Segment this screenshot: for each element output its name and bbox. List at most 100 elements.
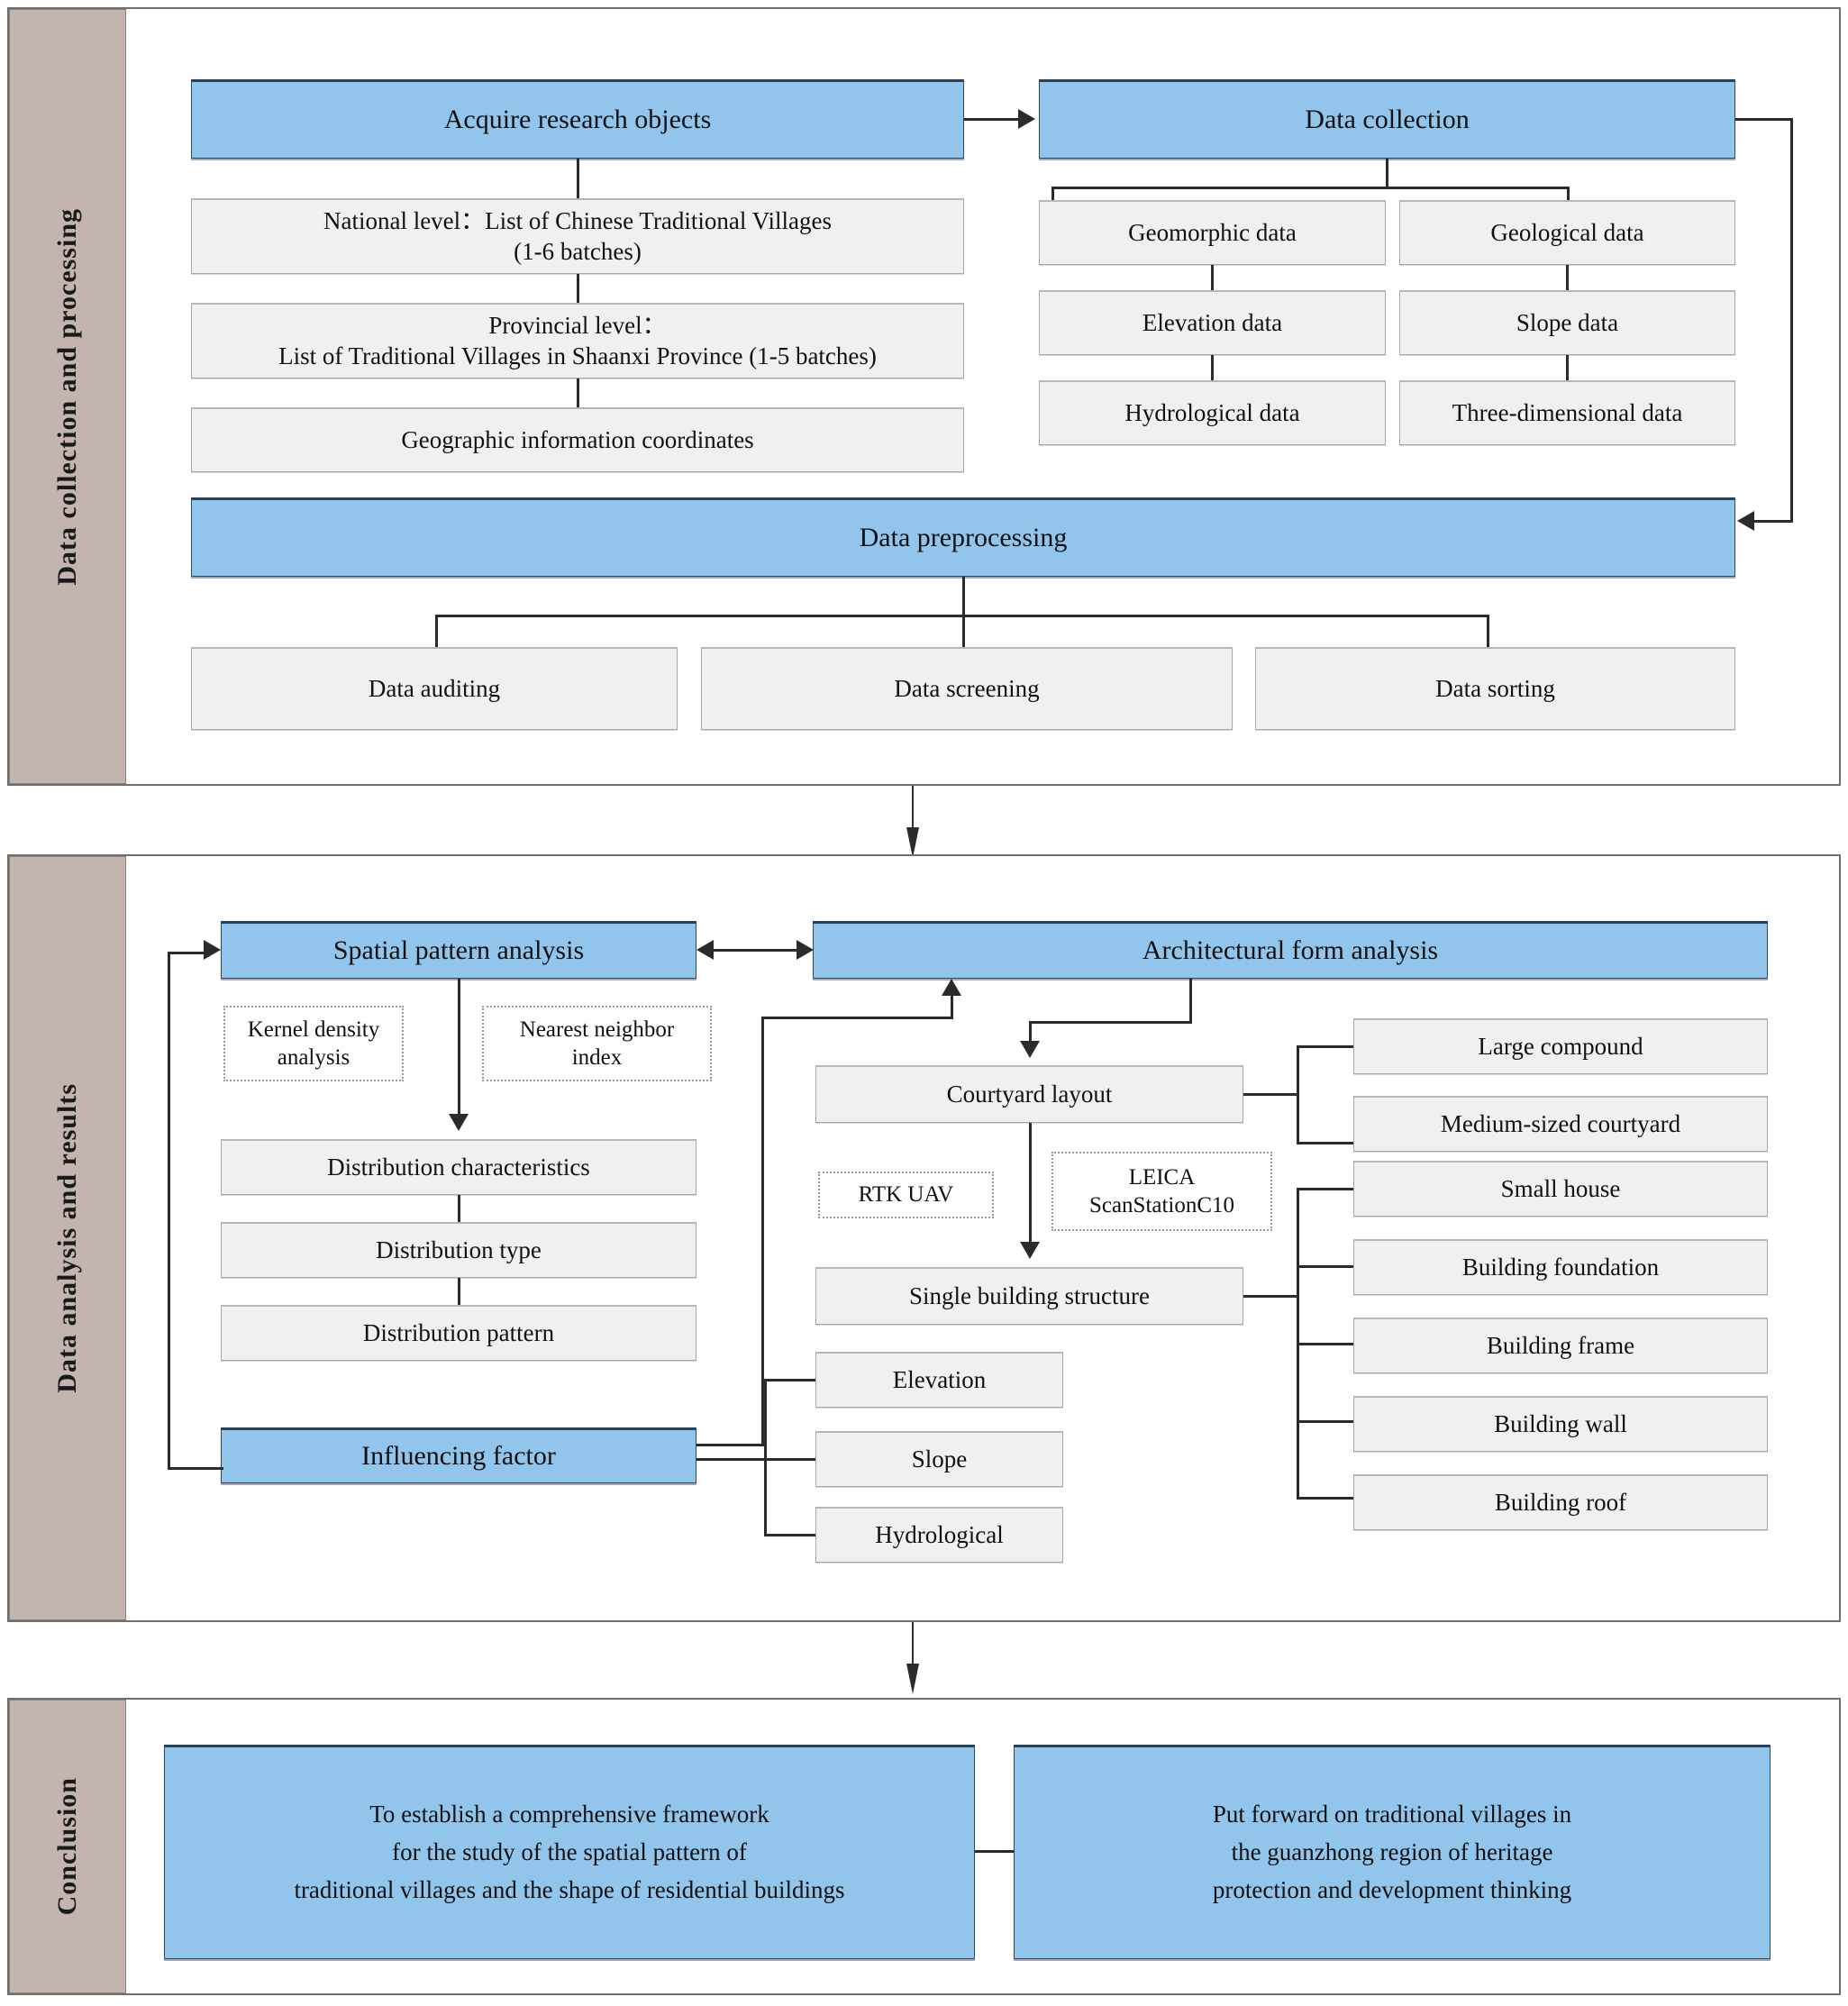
node-building-frame[interactable]: Building frame bbox=[1353, 1318, 1768, 1373]
node-data-sorting[interactable]: Data sorting bbox=[1255, 647, 1735, 730]
connector-geomorphic-down bbox=[1211, 265, 1214, 290]
node-label: Courtyard layout bbox=[946, 1080, 1113, 1108]
node-courtyard-layout[interactable]: Courtyard layout bbox=[815, 1065, 1243, 1123]
node-label: Single building structure bbox=[909, 1281, 1150, 1309]
node-distribution-pattern[interactable]: Distribution pattern bbox=[221, 1305, 696, 1361]
node-data-screening[interactable]: Data screening bbox=[701, 647, 1233, 730]
node-hydrological-data[interactable]: Hydrological data bbox=[1039, 380, 1386, 445]
node-label: RTK UAV bbox=[858, 1182, 954, 1208]
node-rtk-uav[interactable]: RTK UAV bbox=[818, 1172, 994, 1218]
connector-geological-down bbox=[1566, 265, 1569, 290]
node-label-line1: To establish a comprehensive framework bbox=[369, 1801, 769, 1828]
connector-collection-left-branch bbox=[1051, 187, 1054, 200]
node-elevation-data[interactable]: Elevation data bbox=[1039, 290, 1386, 355]
node-factor-slope[interactable]: Slope bbox=[815, 1431, 1063, 1487]
connector-factors-vertical bbox=[764, 1379, 767, 1536]
node-spatial-pattern-analysis[interactable]: Spatial pattern analysis bbox=[221, 921, 696, 979]
node-label-line1: Put forward on traditional villages in bbox=[1212, 1801, 1572, 1828]
connector-single-right bbox=[1243, 1295, 1299, 1298]
node-factor-elevation[interactable]: Elevation bbox=[815, 1352, 1063, 1408]
node-data-preprocessing[interactable]: Data preprocessing bbox=[191, 497, 1735, 577]
node-distribution-type[interactable]: Distribution type bbox=[221, 1222, 696, 1278]
node-label: Building frame bbox=[1486, 1331, 1635, 1359]
sidebar-label-data-collection: Data collection and processing bbox=[9, 9, 126, 784]
connector-collection-down bbox=[1386, 159, 1388, 189]
arrowhead-left bbox=[1737, 511, 1754, 531]
node-small-house[interactable]: Small house bbox=[1353, 1161, 1768, 1217]
connector-section2-to-section3 bbox=[912, 1622, 914, 1669]
node-conclusion-heritage[interactable]: Put forward on traditional villages in t… bbox=[1014, 1745, 1771, 1959]
node-label-line1: LEICA bbox=[1128, 1164, 1196, 1190]
connector-to-medium-courtyard bbox=[1297, 1142, 1355, 1144]
node-label: Distribution type bbox=[376, 1236, 542, 1263]
node-label: Elevation data bbox=[1142, 308, 1283, 336]
node-conclusion-framework[interactable]: To establish a comprehensive framework f… bbox=[164, 1745, 975, 1959]
arrowhead-right-architectural bbox=[797, 940, 814, 960]
connector-acquire-to-collection bbox=[964, 118, 1020, 121]
node-label: Slope bbox=[911, 1445, 968, 1473]
sidebar-text: Data collection and processing bbox=[52, 207, 82, 586]
connector-to-small-house bbox=[1297, 1188, 1355, 1190]
connector-collection-right-exit bbox=[1735, 118, 1793, 121]
node-label-line2: analysis bbox=[277, 1045, 350, 1070]
node-label-line2: index bbox=[571, 1045, 623, 1070]
node-factor-hydrological[interactable]: Hydrological bbox=[815, 1507, 1063, 1563]
connector-spatial-architectural bbox=[712, 949, 798, 952]
connector-to-large-compound bbox=[1297, 1045, 1355, 1048]
node-three-dimensional-data[interactable]: Three-dimensional data bbox=[1399, 380, 1735, 445]
node-building-roof[interactable]: Building roof bbox=[1353, 1474, 1768, 1530]
connector-to-building-foundation bbox=[1297, 1265, 1355, 1268]
connector-collection-split bbox=[1051, 187, 1570, 189]
node-nearest-neighbor-index[interactable]: Nearest neighbor index bbox=[482, 1006, 712, 1081]
node-geographic-coordinates[interactable]: Geographic information coordinates bbox=[191, 407, 964, 472]
node-label: Building foundation bbox=[1461, 1253, 1660, 1281]
connector-branch-auditing bbox=[435, 615, 438, 647]
node-geological-data[interactable]: Geological data bbox=[1399, 200, 1735, 265]
node-label-line1: National level：List of Chinese Tradition… bbox=[323, 206, 833, 234]
node-label-line1: Kernel density bbox=[247, 1017, 380, 1042]
node-medium-sized-courtyard[interactable]: Medium-sized courtyard bbox=[1353, 1096, 1768, 1152]
node-label: Geological data bbox=[1490, 218, 1644, 246]
node-label-line2: (1-6 batches) bbox=[514, 237, 642, 265]
connector-disttype-down bbox=[458, 1278, 460, 1305]
connector-influencing-up-top bbox=[761, 1017, 953, 1019]
node-national-level[interactable]: National level：List of Chinese Tradition… bbox=[191, 198, 964, 274]
node-single-building-structure[interactable]: Single building structure bbox=[815, 1267, 1243, 1325]
connector-factor-hydro bbox=[764, 1534, 818, 1536]
node-kernel-density-analysis[interactable]: Kernel density analysis bbox=[223, 1006, 404, 1081]
arrowhead-down-section2 bbox=[906, 827, 919, 858]
connector-collection-right-vertical bbox=[1790, 118, 1793, 522]
node-label: Medium-sized courtyard bbox=[1440, 1109, 1681, 1137]
connector-courtyard-down bbox=[1029, 1021, 1032, 1046]
node-slope-data[interactable]: Slope data bbox=[1399, 290, 1735, 355]
node-architectural-form-analysis[interactable]: Architectural form analysis bbox=[813, 921, 1768, 979]
connector-conclusion-link bbox=[975, 1850, 1015, 1853]
node-geomorphic-data[interactable]: Geomorphic data bbox=[1039, 200, 1386, 265]
connector-slope-down bbox=[1566, 355, 1569, 380]
arrowhead-down-courtyard bbox=[1020, 1041, 1040, 1058]
sidebar-label-conclusion: Conclusion bbox=[9, 1700, 126, 1993]
connector-feedback-vertical bbox=[168, 952, 170, 1470]
node-label: Distribution pattern bbox=[362, 1318, 555, 1346]
node-influencing-factor[interactable]: Influencing factor bbox=[221, 1427, 696, 1483]
node-label: Data preprocessing bbox=[859, 523, 1068, 553]
node-label-line2: for the study of the spatial pattern of bbox=[392, 1838, 747, 1866]
connector-branch-sorting bbox=[1487, 615, 1489, 647]
node-acquire-research-objects[interactable]: Acquire research objects bbox=[191, 79, 964, 159]
node-building-foundation[interactable]: Building foundation bbox=[1353, 1239, 1768, 1295]
connector-into-architectural bbox=[951, 991, 953, 1018]
node-building-wall[interactable]: Building wall bbox=[1353, 1396, 1768, 1452]
node-leica-scanstation[interactable]: LEICA ScanStationC10 bbox=[1051, 1152, 1272, 1231]
node-large-compound[interactable]: Large compound bbox=[1353, 1018, 1768, 1074]
node-label-line3: traditional villages and the shape of re… bbox=[294, 1875, 845, 1903]
node-label: Architectural form analysis bbox=[1142, 935, 1439, 966]
node-distribution-characteristics[interactable]: Distribution characteristics bbox=[221, 1139, 696, 1195]
node-label-line2: ScanStationC10 bbox=[1088, 1193, 1235, 1217]
connector-courtyard-split-vertical bbox=[1297, 1045, 1299, 1144]
node-label: Large compound bbox=[1478, 1032, 1643, 1060]
node-provincial-level[interactable]: Provincial level： List of Traditional Vi… bbox=[191, 303, 964, 378]
node-data-auditing[interactable]: Data auditing bbox=[191, 647, 678, 730]
arrowhead-up-architectural bbox=[942, 979, 961, 996]
connector-acquire-down bbox=[577, 159, 579, 198]
node-data-collection[interactable]: Data collection bbox=[1039, 79, 1735, 159]
